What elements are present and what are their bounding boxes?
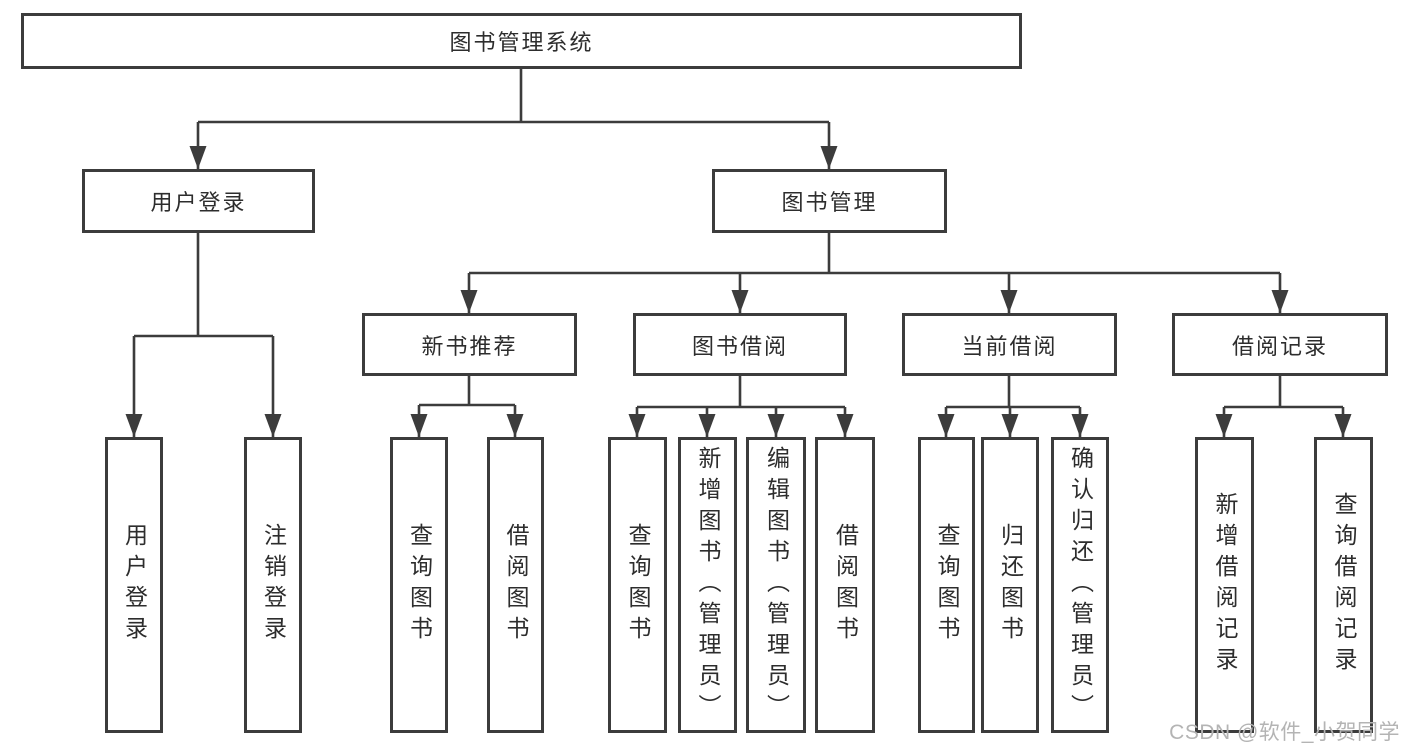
leaf-query-borrow-record: 查询借阅记录 bbox=[1314, 437, 1373, 733]
node-borrow-records: 借阅记录 bbox=[1172, 313, 1388, 376]
leaf-query-books-borrow: 查询图书 bbox=[608, 437, 667, 733]
connector-borrowrecords-to-leaves bbox=[1222, 376, 1345, 437]
leaf-query-books-current: 查询图书 bbox=[918, 437, 975, 733]
connector-root-to-level2 bbox=[196, 69, 831, 169]
node-root-library-system: 图书管理系统 bbox=[21, 13, 1022, 69]
node-user-login: 用户登录 bbox=[82, 169, 315, 233]
connector-userlogin-to-leaves bbox=[132, 233, 275, 437]
leaf-user-login: 用户登录 bbox=[105, 437, 163, 733]
leaf-borrow-books: 借阅图书 bbox=[815, 437, 875, 733]
csdn-watermark: CSDN @软件_小贺同学 bbox=[1169, 721, 1400, 744]
leaf-add-book-admin: 新增图书（管理员） bbox=[678, 437, 737, 733]
leaf-borrow-books-recommend: 借阅图书 bbox=[487, 437, 544, 733]
leaf-confirm-return-admin: 确认归还（管理员） bbox=[1051, 437, 1109, 733]
leaf-add-borrow-record: 新增借阅记录 bbox=[1195, 437, 1254, 733]
node-book-borrow: 图书借阅 bbox=[633, 313, 847, 376]
leaf-query-books-recommend: 查询图书 bbox=[390, 437, 448, 733]
connector-bookborrow-to-leaves bbox=[635, 376, 847, 437]
node-new-book-recommend: 新书推荐 bbox=[362, 313, 577, 376]
leaf-return-book: 归还图书 bbox=[981, 437, 1039, 733]
node-book-management: 图书管理 bbox=[712, 169, 947, 233]
node-current-borrow: 当前借阅 bbox=[902, 313, 1117, 376]
leaf-edit-book-admin: 编辑图书（管理员） bbox=[746, 437, 806, 733]
connector-newbook-to-leaves bbox=[417, 376, 517, 437]
leaf-logout: 注销登录 bbox=[244, 437, 302, 733]
arrowhead-icons bbox=[125, 146, 1352, 437]
connector-bookmgmt-to-level3 bbox=[467, 233, 1282, 313]
